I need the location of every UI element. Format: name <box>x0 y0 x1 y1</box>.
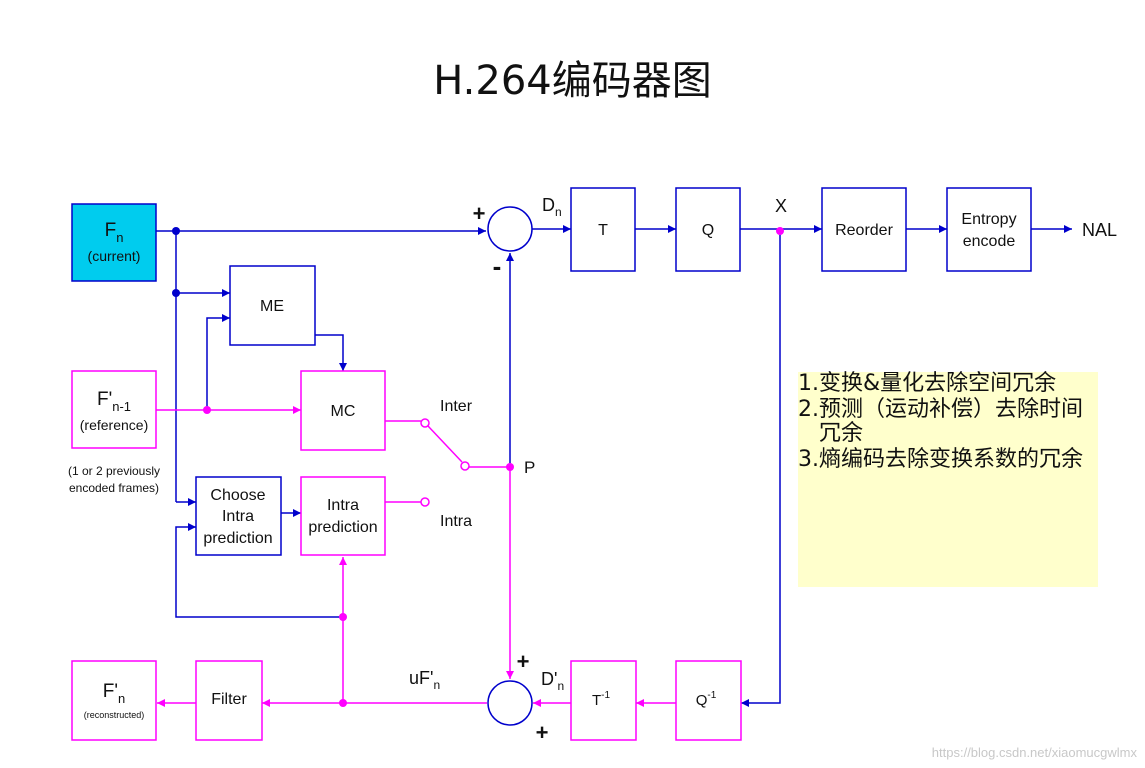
junction-dot <box>172 227 180 235</box>
x-label: X <box>775 196 787 216</box>
reference-note-line1: (1 or 2 previously <box>68 464 160 478</box>
block-reference-frame: F'n-1 (reference) (1 or 2 previously enc… <box>68 370 160 495</box>
q-inverse-label: Q-1 <box>696 690 717 709</box>
current-frame-label: Fn <box>105 220 124 245</box>
reorder-label: Reorder <box>835 222 893 239</box>
junction-dot <box>776 227 784 235</box>
watermark: https://blog.csdn.net/xiaomucgwlmx <box>931 745 1137 760</box>
note-number: 2. <box>798 397 819 422</box>
block-q: Q <box>675 187 741 272</box>
t-inverse-label: T-1 <box>592 690 611 709</box>
block-entropy-encode: Entropy encode <box>946 187 1032 272</box>
dn-prime-label: D'n <box>541 669 564 693</box>
intra-prediction-box <box>300 476 386 556</box>
q-box <box>675 187 741 272</box>
summing-junction-bottom <box>487 680 533 726</box>
intra-prediction-line1: Intra <box>327 497 359 514</box>
nal-label: NAL <box>1082 220 1117 240</box>
junction-dot <box>506 463 514 471</box>
entropy-line1: Entropy <box>961 211 1016 228</box>
me-box <box>229 265 316 346</box>
forward-path-lines <box>156 225 1072 707</box>
block-filter: Filter <box>195 660 263 741</box>
block-reorder: Reorder <box>821 187 907 272</box>
plus-sign-bottom-top: + <box>517 649 530 674</box>
q-inverse-box <box>675 660 742 741</box>
switch-contact-intra <box>420 497 430 507</box>
me-label: ME <box>260 298 284 315</box>
me-to-mc-line <box>315 334 347 371</box>
choose-intra-line1: Choose <box>210 487 265 504</box>
x-down-to-qinv-line <box>741 231 781 707</box>
filter-box <box>195 660 263 741</box>
note-item: 2.预测（运动补偿）去除时间冗余 <box>798 398 1098 446</box>
reference-frame-sublabel: (reference) <box>80 417 148 433</box>
note-item: 1.变换&量化去除空间冗余 <box>798 372 1098 396</box>
block-current-frame: Fn (current) <box>71 203 157 282</box>
block-choose-intra: Choose Intra prediction <box>195 476 282 556</box>
reconstructed-frame-box <box>71 660 157 741</box>
page-title: H.264编码器图 <box>433 58 712 104</box>
inter-label: Inter <box>440 398 473 415</box>
junction-dot <box>172 289 180 297</box>
mc-label: MC <box>331 403 356 420</box>
reference-note-line2: encoded frames) <box>69 481 159 495</box>
entropy-box <box>946 187 1032 272</box>
filter-label: Filter <box>211 691 247 708</box>
t-label: T <box>598 222 608 239</box>
t-box <box>570 187 636 272</box>
feedback-path-lines <box>156 227 784 707</box>
reference-frame-box <box>71 370 157 449</box>
reconstructed-frame-label: F'n <box>103 681 125 706</box>
junction-dot <box>339 699 347 707</box>
dn-label: Dn <box>542 195 562 219</box>
note-item: 3.熵编码去除变换系数的冗余 <box>798 448 1098 472</box>
note-text: 变换&量化去除空间冗余 <box>819 371 1057 396</box>
mc-box <box>300 370 386 451</box>
choose-intra-line2: Intra <box>222 508 254 525</box>
reconstructed-frame-sublabel: (reconstructed) <box>84 710 145 720</box>
reference-frame-label: F'n-1 <box>97 389 131 414</box>
plus-sign-bottom-bottom: + <box>536 720 549 745</box>
note-number: 3. <box>798 447 819 472</box>
ufn-label: uF'n <box>409 668 440 692</box>
note-text: 预测（运动补偿）去除时间冗余 <box>819 397 1084 446</box>
block-mc: MC <box>300 370 386 451</box>
plus-sign-top: + <box>473 201 486 226</box>
note-number: 1. <box>798 371 819 396</box>
block-intra-prediction: Intra prediction <box>300 476 386 556</box>
q-label: Q <box>702 222 714 239</box>
block-t-inverse: T-1 <box>570 660 637 741</box>
switch-pivot <box>460 461 470 471</box>
note-text: 熵编码去除变换系数的冗余 <box>819 447 1084 472</box>
intra-label: Intra <box>440 513 472 530</box>
choose-intra-box <box>195 476 282 556</box>
intra-prediction-line2: prediction <box>308 519 377 536</box>
summing-junction-top <box>487 206 533 252</box>
notes-panel: 1.变换&量化去除空间冗余 2.预测（运动补偿）去除时间冗余 3.熵编码去除变换… <box>798 372 1098 587</box>
reorder-box <box>821 187 907 272</box>
switch-contact-inter <box>420 418 430 428</box>
block-me: ME <box>229 265 316 346</box>
p-label: P <box>524 458 535 477</box>
block-t: T <box>570 187 636 272</box>
choose-intra-line3: prediction <box>203 530 272 547</box>
junction-dot <box>203 406 211 414</box>
recon-to-choose-line <box>175 523 343 618</box>
current-frame-box <box>71 203 157 282</box>
current-frame-sublabel: (current) <box>88 248 141 264</box>
block-q-inverse: Q-1 <box>675 660 742 741</box>
entropy-line2: encode <box>963 233 1016 250</box>
junction-dot <box>339 613 347 621</box>
ref-to-me-line <box>206 314 230 410</box>
block-reconstructed-frame: F'n (reconstructed) <box>71 660 157 741</box>
t-inverse-box <box>570 660 637 741</box>
minus-sign-top: - <box>493 251 502 281</box>
switch-arm <box>427 425 463 463</box>
